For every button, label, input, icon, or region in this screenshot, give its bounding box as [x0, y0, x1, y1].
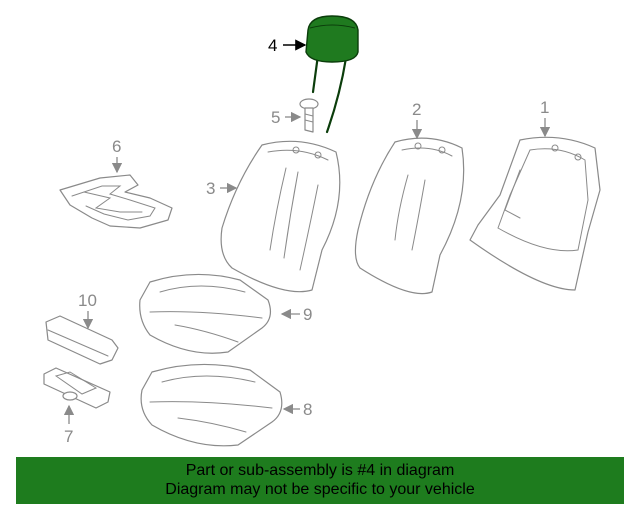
callout-1[interactable]: 1 — [539, 98, 551, 138]
cushion-pad-seam-2 — [149, 401, 273, 409]
heater-outline — [59, 174, 173, 229]
headrest-right-rod — [325, 56, 348, 134]
bolt-thread-2 — [304, 119, 314, 123]
cushion-pad-outline — [140, 363, 283, 447]
bracket-outline — [43, 367, 111, 409]
pad-top-seam — [401, 147, 453, 157]
side-module-outline — [45, 315, 119, 365]
bolt-thread-1 — [304, 113, 314, 117]
cushion-cover-seam-1 — [159, 285, 246, 293]
callout-2-label: 2 — [412, 100, 421, 119]
frame-bracket — [504, 169, 521, 219]
callout-6-label: 6 — [112, 137, 121, 156]
cushion-cover-seam-2 — [149, 311, 263, 319]
banner-line-1: Part or sub-assembly is #4 in diagram — [185, 462, 455, 479]
banner-line-2: Diagram may not be specific to your vehi… — [165, 481, 475, 498]
part-4-headrest[interactable] — [305, 15, 359, 134]
callout-3[interactable]: 3 — [206, 179, 238, 198]
callout-7[interactable]: 7 — [63, 404, 75, 446]
callout-9[interactable]: 9 — [280, 305, 312, 324]
part-6-heater-element[interactable] — [59, 174, 173, 229]
headrest-seam — [309, 24, 356, 29]
side-module-edge — [47, 329, 109, 357]
pad-hole-2 — [438, 146, 446, 154]
cushion-pad-seam-1 — [161, 375, 256, 383]
bracket-clip — [62, 391, 78, 401]
part-2-seat-back-pad[interactable] — [354, 137, 465, 295]
pad-hole-1 — [414, 142, 422, 150]
callout-2[interactable]: 2 — [411, 100, 423, 140]
heater-wire-2 — [83, 191, 143, 213]
cushion-pad-seam-3 — [177, 417, 247, 433]
pad-seam-2 — [411, 179, 426, 251]
part-3-seat-back-cover[interactable] — [220, 140, 341, 293]
headrest-left-rod — [311, 53, 320, 94]
back-cover-outline — [220, 140, 341, 293]
info-banner: Part or sub-assembly is #4 in diagram Di… — [16, 457, 624, 504]
part-10-side-module[interactable] — [45, 315, 119, 365]
callout-3-label: 3 — [206, 179, 215, 198]
back-cover-hole-1 — [292, 146, 300, 154]
pad-outline — [354, 137, 465, 295]
back-cover-hole-2 — [314, 151, 322, 159]
cushion-cover-seam-3 — [174, 324, 239, 343]
callout-10[interactable]: 10 — [78, 291, 97, 330]
part-9-cushion-cover[interactable] — [139, 273, 272, 354]
part-5-bolt[interactable] — [299, 98, 319, 133]
pad-seam-1 — [394, 174, 409, 241]
callout-8-label: 8 — [303, 400, 312, 419]
frame-hole-1 — [551, 144, 559, 152]
part-7-bracket[interactable] — [43, 367, 111, 409]
cushion-cover-outline — [139, 273, 272, 354]
back-cover-seam-1 — [269, 167, 287, 251]
callout-10-label: 10 — [78, 291, 97, 310]
callout-4-label: 4 — [268, 36, 277, 55]
back-cover-seam-3 — [299, 184, 319, 271]
headrest-cushion — [305, 15, 359, 63]
callout-4[interactable]: 4 — [268, 36, 307, 55]
frame-inner-edge — [497, 148, 589, 252]
callout-9-label: 9 — [303, 305, 312, 324]
frame-outline — [469, 136, 601, 291]
callout-6[interactable]: 6 — [111, 137, 123, 174]
callout-5-label: 5 — [271, 108, 280, 127]
part-1-seat-back-frame[interactable] — [469, 136, 601, 291]
back-cover-seam-2 — [283, 171, 299, 259]
part-8-cushion-pad[interactable] — [140, 363, 283, 447]
callout-1-label: 1 — [540, 98, 549, 117]
seat-parts-diagram: 4 5 1 — [43, 15, 601, 447]
heater-wire-1 — [71, 185, 156, 221]
callout-5[interactable]: 5 — [271, 108, 302, 127]
frame-hole-2 — [574, 153, 582, 161]
callout-7-label: 7 — [64, 427, 73, 446]
bracket-slot — [54, 371, 98, 395]
callout-8[interactable]: 8 — [282, 400, 312, 419]
